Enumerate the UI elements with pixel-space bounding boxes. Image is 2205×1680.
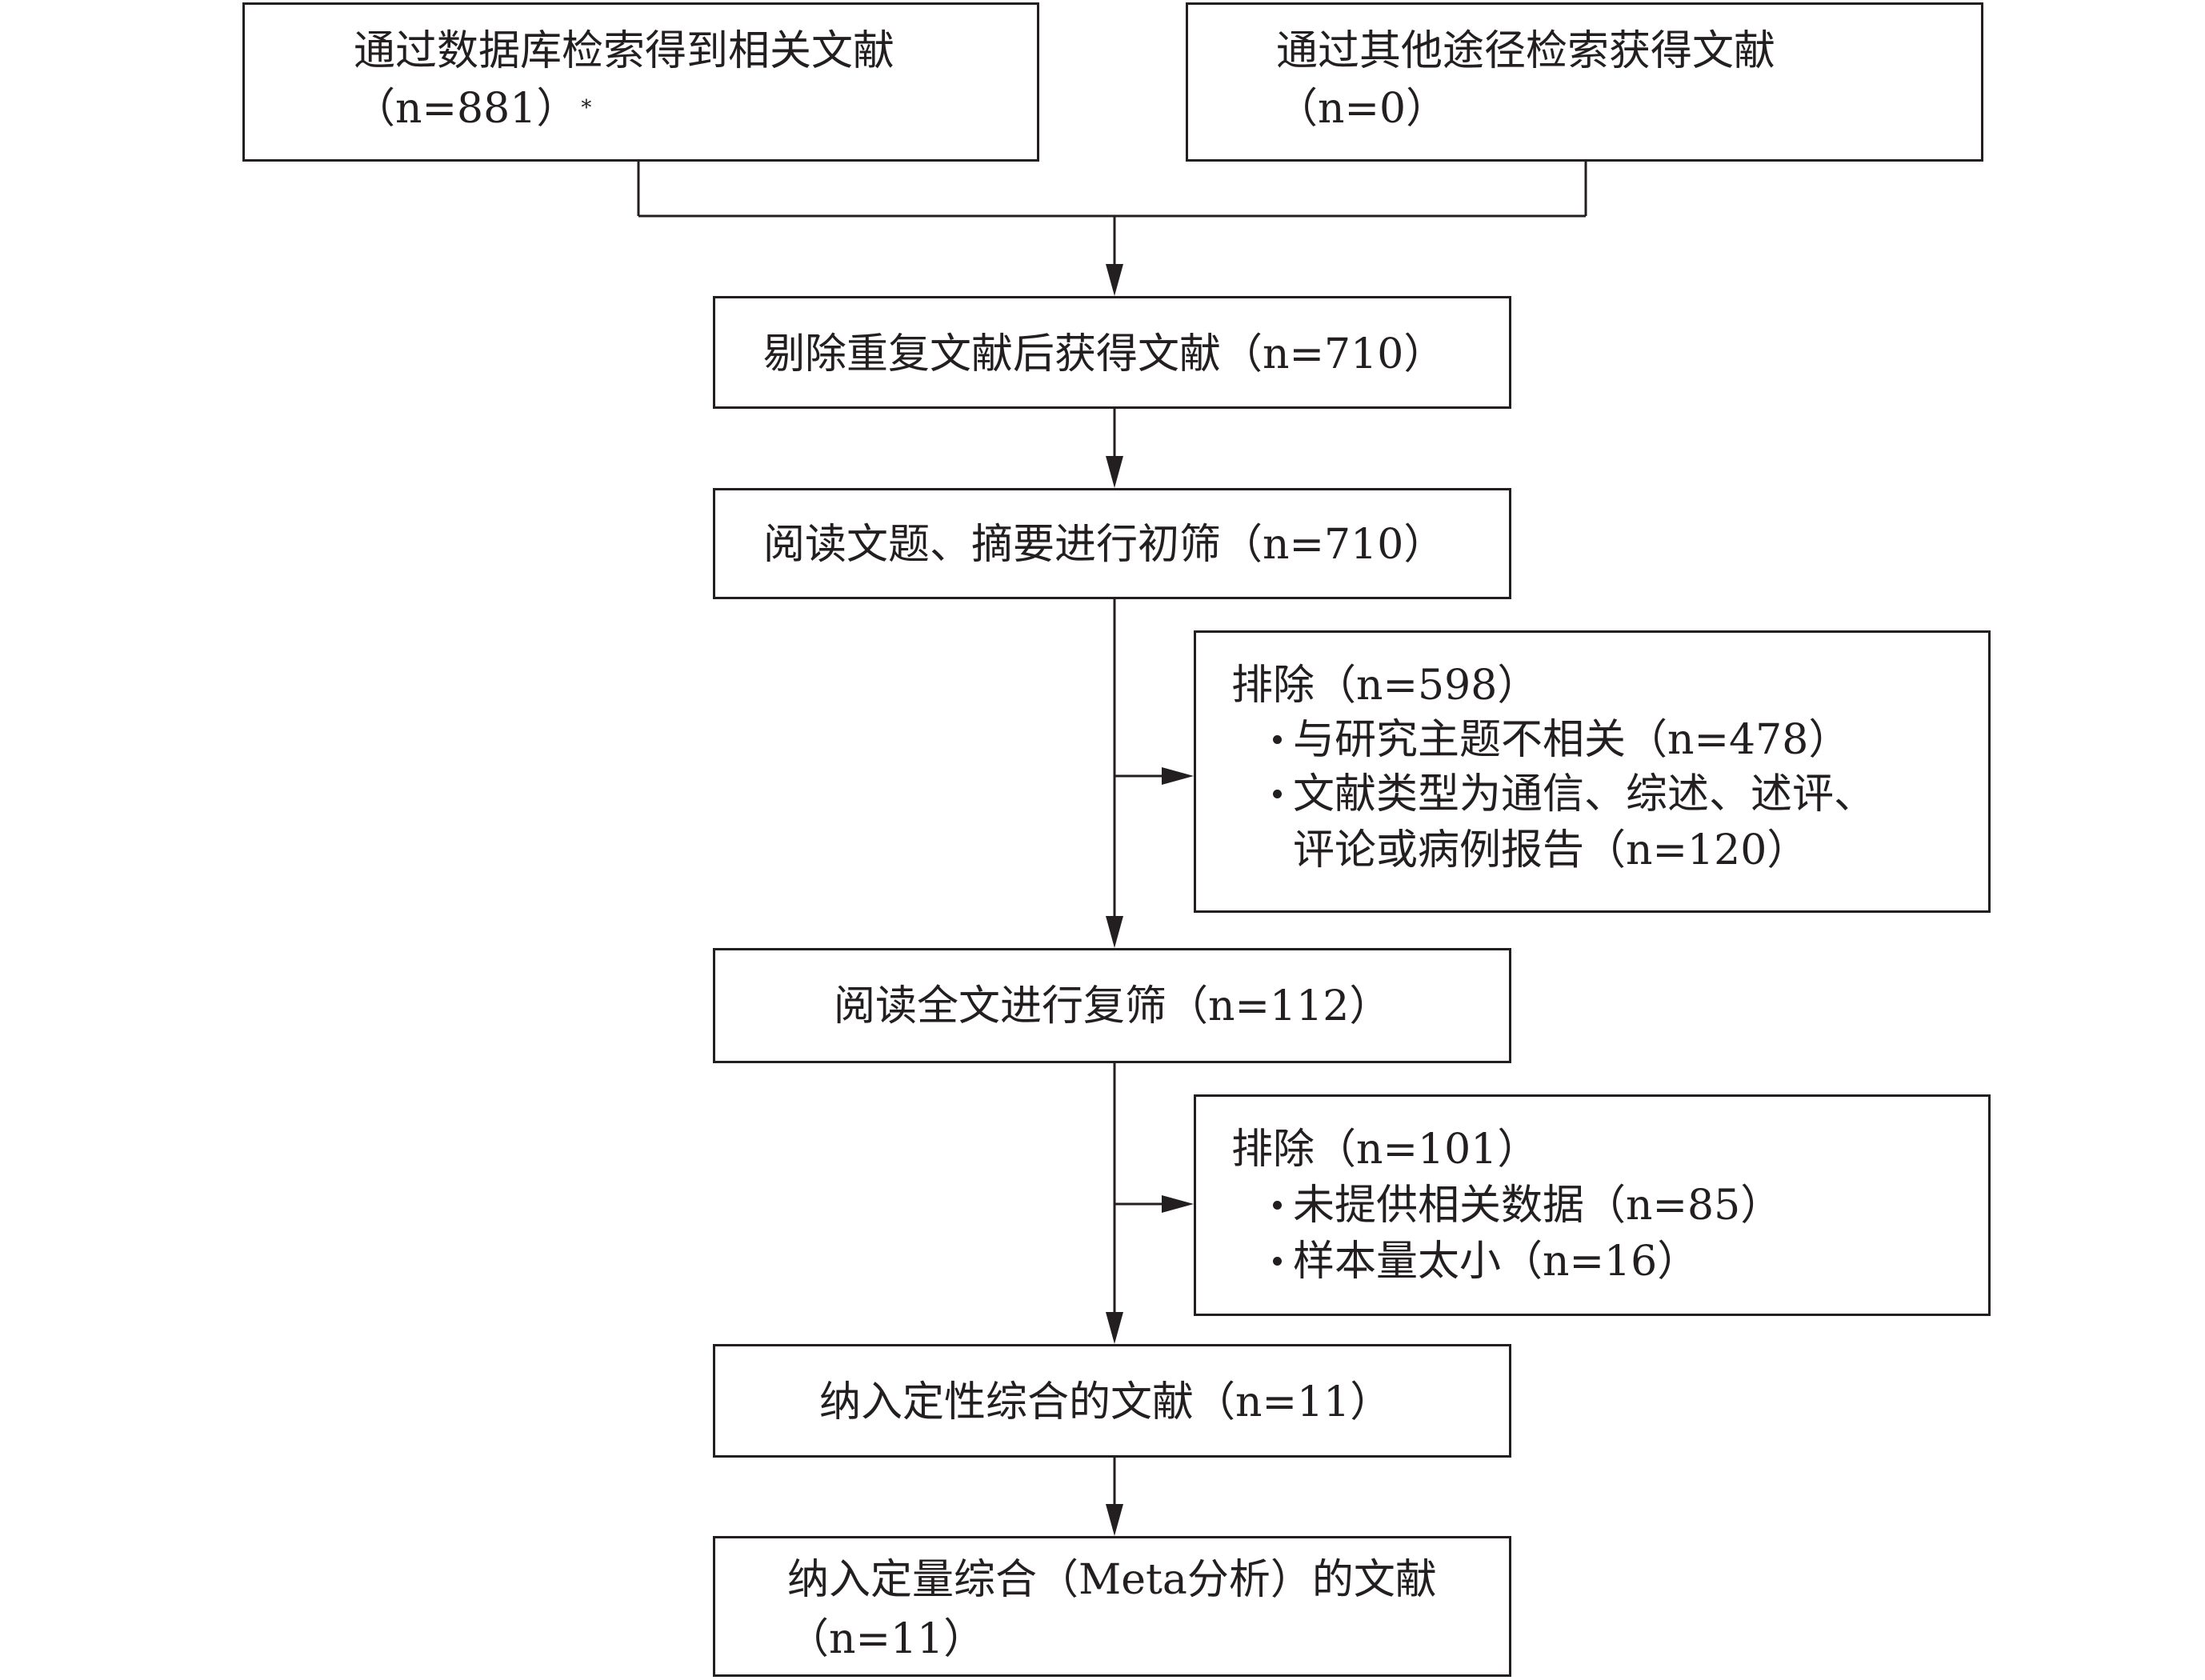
bullet-dot <box>1273 1201 1282 1210</box>
arrowhead-exclusion-2 <box>1162 1195 1194 1213</box>
exclusion-2-item-1-text: 未提供相关数据（n=85） <box>1293 1182 1783 1230</box>
footnote-mark: * <box>581 96 592 120</box>
arrowhead-fulltext-screen <box>1106 916 1123 948</box>
exclusion-1-item-1: 与研究主题不相关（n=478） <box>1273 716 1850 764</box>
bullet-dot <box>1273 1257 1282 1266</box>
qualitative-text: 纳入定性综合的文献（n=11） <box>819 1378 1392 1426</box>
box-qualitative: 纳入定性综合的文献（n=11） <box>713 1344 1511 1458</box>
fulltext-screen-text: 阅读全文进行复筛（n=112） <box>834 982 1391 1030</box>
quantitative-line2: （n=11） <box>787 1615 986 1663</box>
box-database-search: 通过数据库检索得到相关文献 （n=881）* <box>242 2 1039 162</box>
exclusion-1-item-2-continuation: 评论或病例报告（n=120） <box>1293 826 1809 874</box>
box-other-search: 通过其他途径检索获得文献 （n=0） <box>1186 2 1983 162</box>
box-exclusion-2: 排除（n=101） 未提供相关数据（n=85） 样本量太小（n=16） <box>1194 1094 1991 1316</box>
exclusion-1-heading: 排除（n=598） <box>1231 662 1539 710</box>
exclusion-1-item-2: 文献类型为通信、综述、述评、 <box>1273 770 1875 818</box>
exclusion-2-item-2-text: 样本量太小（n=16） <box>1293 1238 1699 1286</box>
title-abstract-screen-text: 阅读文题、摘要进行初筛（n=710） <box>763 521 1446 569</box>
box-title-abstract-screen: 阅读文题、摘要进行初筛（n=710） <box>713 488 1511 599</box>
database-search-line1: 通过数据库检索得到相关文献 <box>354 27 895 75</box>
box-fulltext-screen: 阅读全文进行复筛（n=112） <box>713 948 1511 1063</box>
exclusion-1-item-1-text: 与研究主题不相关（n=478） <box>1293 716 1851 764</box>
exclusion-2-item-2: 样本量太小（n=16） <box>1273 1238 1699 1286</box>
bullet-dot <box>1273 735 1282 744</box>
exclusion-2-item-1: 未提供相关数据（n=85） <box>1273 1182 1782 1230</box>
after-dedup-text: 剔除重复文献后获得文献（n=710） <box>763 330 1446 378</box>
arrowhead-initial-screen <box>1106 456 1123 488</box>
exclusion-1-item-2-text: 文献类型为通信、综述、述评、 <box>1293 770 1876 818</box>
quantitative-line1: 纳入定量综合（Meta分析）的文献 <box>787 1556 1437 1604</box>
other-search-line1: 通过其他途径检索获得文献 <box>1276 27 1776 75</box>
box-quantitative: 纳入定量综合（Meta分析）的文献 （n=11） <box>713 1536 1511 1677</box>
database-search-count: （n=881） <box>354 85 578 133</box>
exclusion-2-heading: 排除（n=101） <box>1231 1126 1539 1174</box>
arrowhead-dedup <box>1106 264 1123 296</box>
arrowhead-qualitative <box>1106 1312 1123 1344</box>
arrowhead-quantitative <box>1106 1504 1123 1536</box>
other-search-line2: （n=0） <box>1276 85 1448 133</box>
database-search-line2: （n=881）* <box>354 85 591 140</box>
arrowhead-exclusion-1 <box>1162 767 1194 785</box>
bullet-dot <box>1273 790 1282 798</box>
box-after-dedup: 剔除重复文献后获得文献（n=710） <box>713 296 1511 409</box>
box-exclusion-1: 排除（n=598） 与研究主题不相关（n=478） 文献类型为通信、综述、述评、… <box>1194 630 1991 913</box>
